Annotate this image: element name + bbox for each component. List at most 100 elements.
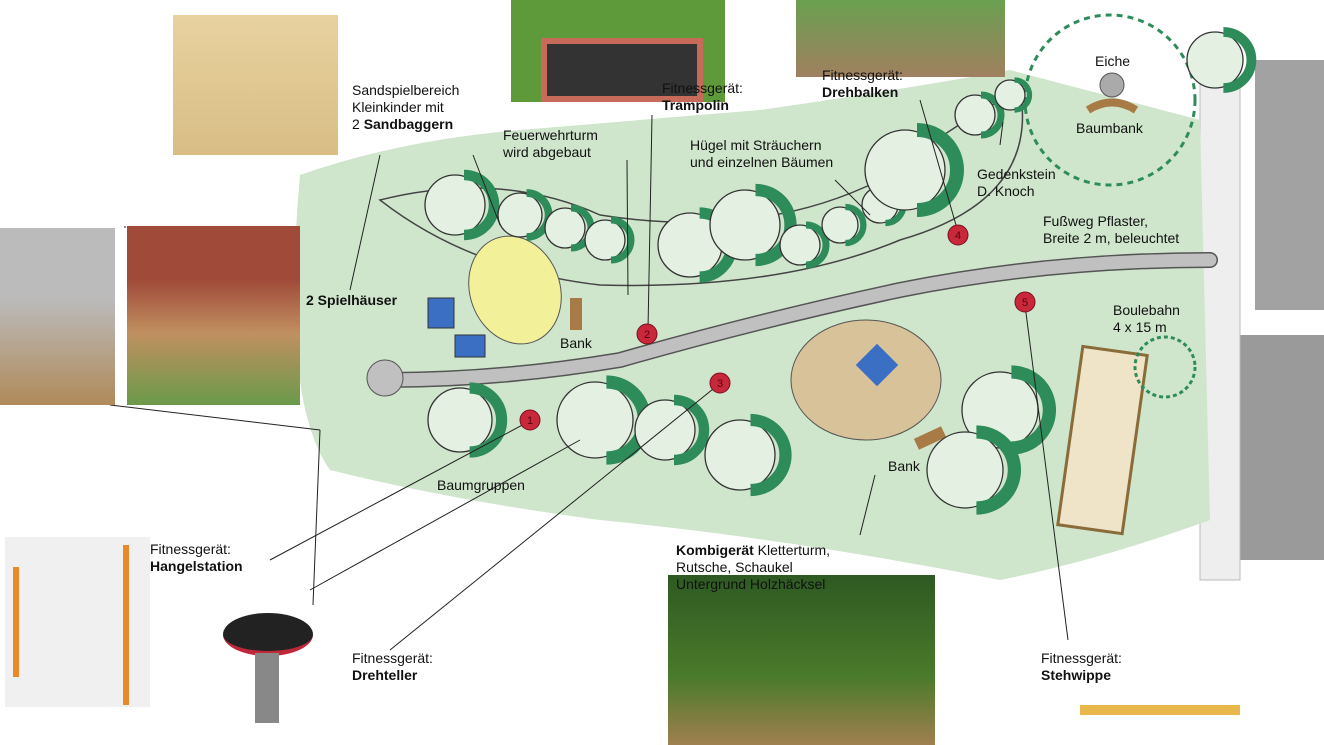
text: Fitnessgerät: [662, 80, 743, 96]
label-baumbank: Baumbank [1076, 120, 1143, 136]
label-eiche: Eiche [1095, 53, 1131, 69]
photo-playhouse-2 [127, 226, 300, 405]
photo-hangelstation [5, 537, 150, 707]
play-house-1 [427, 297, 455, 329]
photo-playhouse-1 [0, 228, 115, 405]
tree-shade [610, 216, 635, 264]
tree-bench [1085, 98, 1139, 114]
fitness-marker [519, 409, 541, 431]
leader-line [389, 384, 719, 651]
tree-shade [755, 183, 797, 267]
label-hangelstation: Fitnessgerät:Hangelstation [150, 541, 243, 575]
label-drehteller: Fitnessgerät:Drehteller [352, 650, 433, 684]
tree [709, 189, 781, 261]
text: Stehwippe [1041, 667, 1112, 683]
leader-lines [109, 99, 1069, 651]
text: 4 x 15 m [1113, 319, 1167, 335]
tree-shade [1223, 27, 1257, 93]
photo-stehwippe [1070, 665, 1255, 745]
tree [544, 207, 586, 249]
fitness-marker-number: 2 [644, 329, 650, 341]
leader-line [626, 159, 629, 296]
tree [584, 219, 626, 261]
tree [427, 387, 493, 453]
leader-line [1024, 304, 1069, 641]
text: Fitnessgerät: [150, 541, 231, 557]
fitness-marker-number: 1 [527, 415, 533, 427]
tree-shade [673, 394, 710, 466]
fitness-marker [947, 224, 969, 246]
text: Untergrund Holzhäcksel [676, 576, 826, 592]
text: Feuerwehrturm [503, 127, 598, 143]
hedge-tree [1133, 335, 1197, 399]
leader-line [312, 429, 321, 606]
tree [556, 381, 634, 459]
fitness-marker-number: 4 [955, 230, 961, 242]
fitness-marker [1014, 291, 1036, 313]
tree-shade [1011, 365, 1057, 455]
tree [926, 431, 1004, 509]
photo-sand-digger [173, 15, 338, 155]
boule-court [1056, 344, 1149, 536]
leader-line [309, 439, 581, 591]
footpath [378, 253, 1217, 387]
leader-line [109, 404, 321, 431]
tree [1186, 31, 1244, 89]
label-spielhaeuser: 2 Spielhäuser [306, 292, 398, 308]
tree-shade [526, 189, 553, 241]
text: Fitnessgerät: [1041, 650, 1122, 666]
leader-line [919, 99, 959, 233]
tree [864, 129, 946, 211]
text: Hangelstation [150, 558, 243, 574]
leader-line [859, 474, 876, 536]
tree [821, 206, 859, 244]
leader-line [647, 114, 653, 331]
label-trampolin: Fitnessgerät:Trampolin [662, 80, 743, 114]
photo-trampoline [511, 0, 725, 102]
text: und einzelnen Bäumen [690, 154, 834, 170]
tree [779, 224, 821, 266]
text: wird abgebaut [503, 144, 591, 160]
tree-group [424, 27, 1257, 515]
tree [704, 419, 776, 491]
tree [954, 94, 996, 136]
tree-shade [1014, 77, 1033, 113]
tree-shade [805, 221, 830, 269]
leader-line [834, 179, 871, 216]
building-upper [1255, 60, 1324, 310]
leader-line [349, 154, 381, 291]
text: Kleinkinder mit [352, 99, 444, 115]
tree [424, 174, 486, 236]
label-bank-1: Bank [560, 335, 592, 351]
label-drehbalken: Fitnessgerät:Drehbalken [822, 67, 903, 101]
text: Fußweg Pflaster, [1043, 213, 1149, 229]
play-house-2 [454, 334, 486, 358]
fitness-marker-number: 5 [1022, 297, 1028, 309]
leader-line [472, 154, 501, 226]
photo-drehteller [183, 605, 345, 740]
tree-shade [463, 169, 500, 241]
text: Kletterturm, [753, 542, 831, 558]
tree [634, 399, 696, 461]
text: Trampolin [662, 97, 729, 113]
text: Drehbalken [822, 84, 899, 100]
label-stehwippe: Fitnessgerät:Stehwippe [1041, 650, 1122, 684]
text: D. Knoch [977, 183, 1035, 199]
tree-shade [976, 425, 1022, 515]
text: Boulebahn [1113, 302, 1180, 318]
text: Sandbaggern [363, 116, 454, 132]
label-fussweg: Fußweg Pflaster,Breite 2 m, beleuchtet [1043, 213, 1179, 247]
oak-crown [1023, 13, 1197, 187]
text: Fitnessgerät: [822, 67, 903, 83]
building-lower [1240, 335, 1324, 560]
text: Drehteller [352, 667, 418, 683]
leader-line [999, 121, 1004, 146]
fitness-marker [636, 323, 658, 345]
text: Rutsche, Schaukel [676, 559, 793, 575]
photo-swing-combo [470, 662, 700, 745]
